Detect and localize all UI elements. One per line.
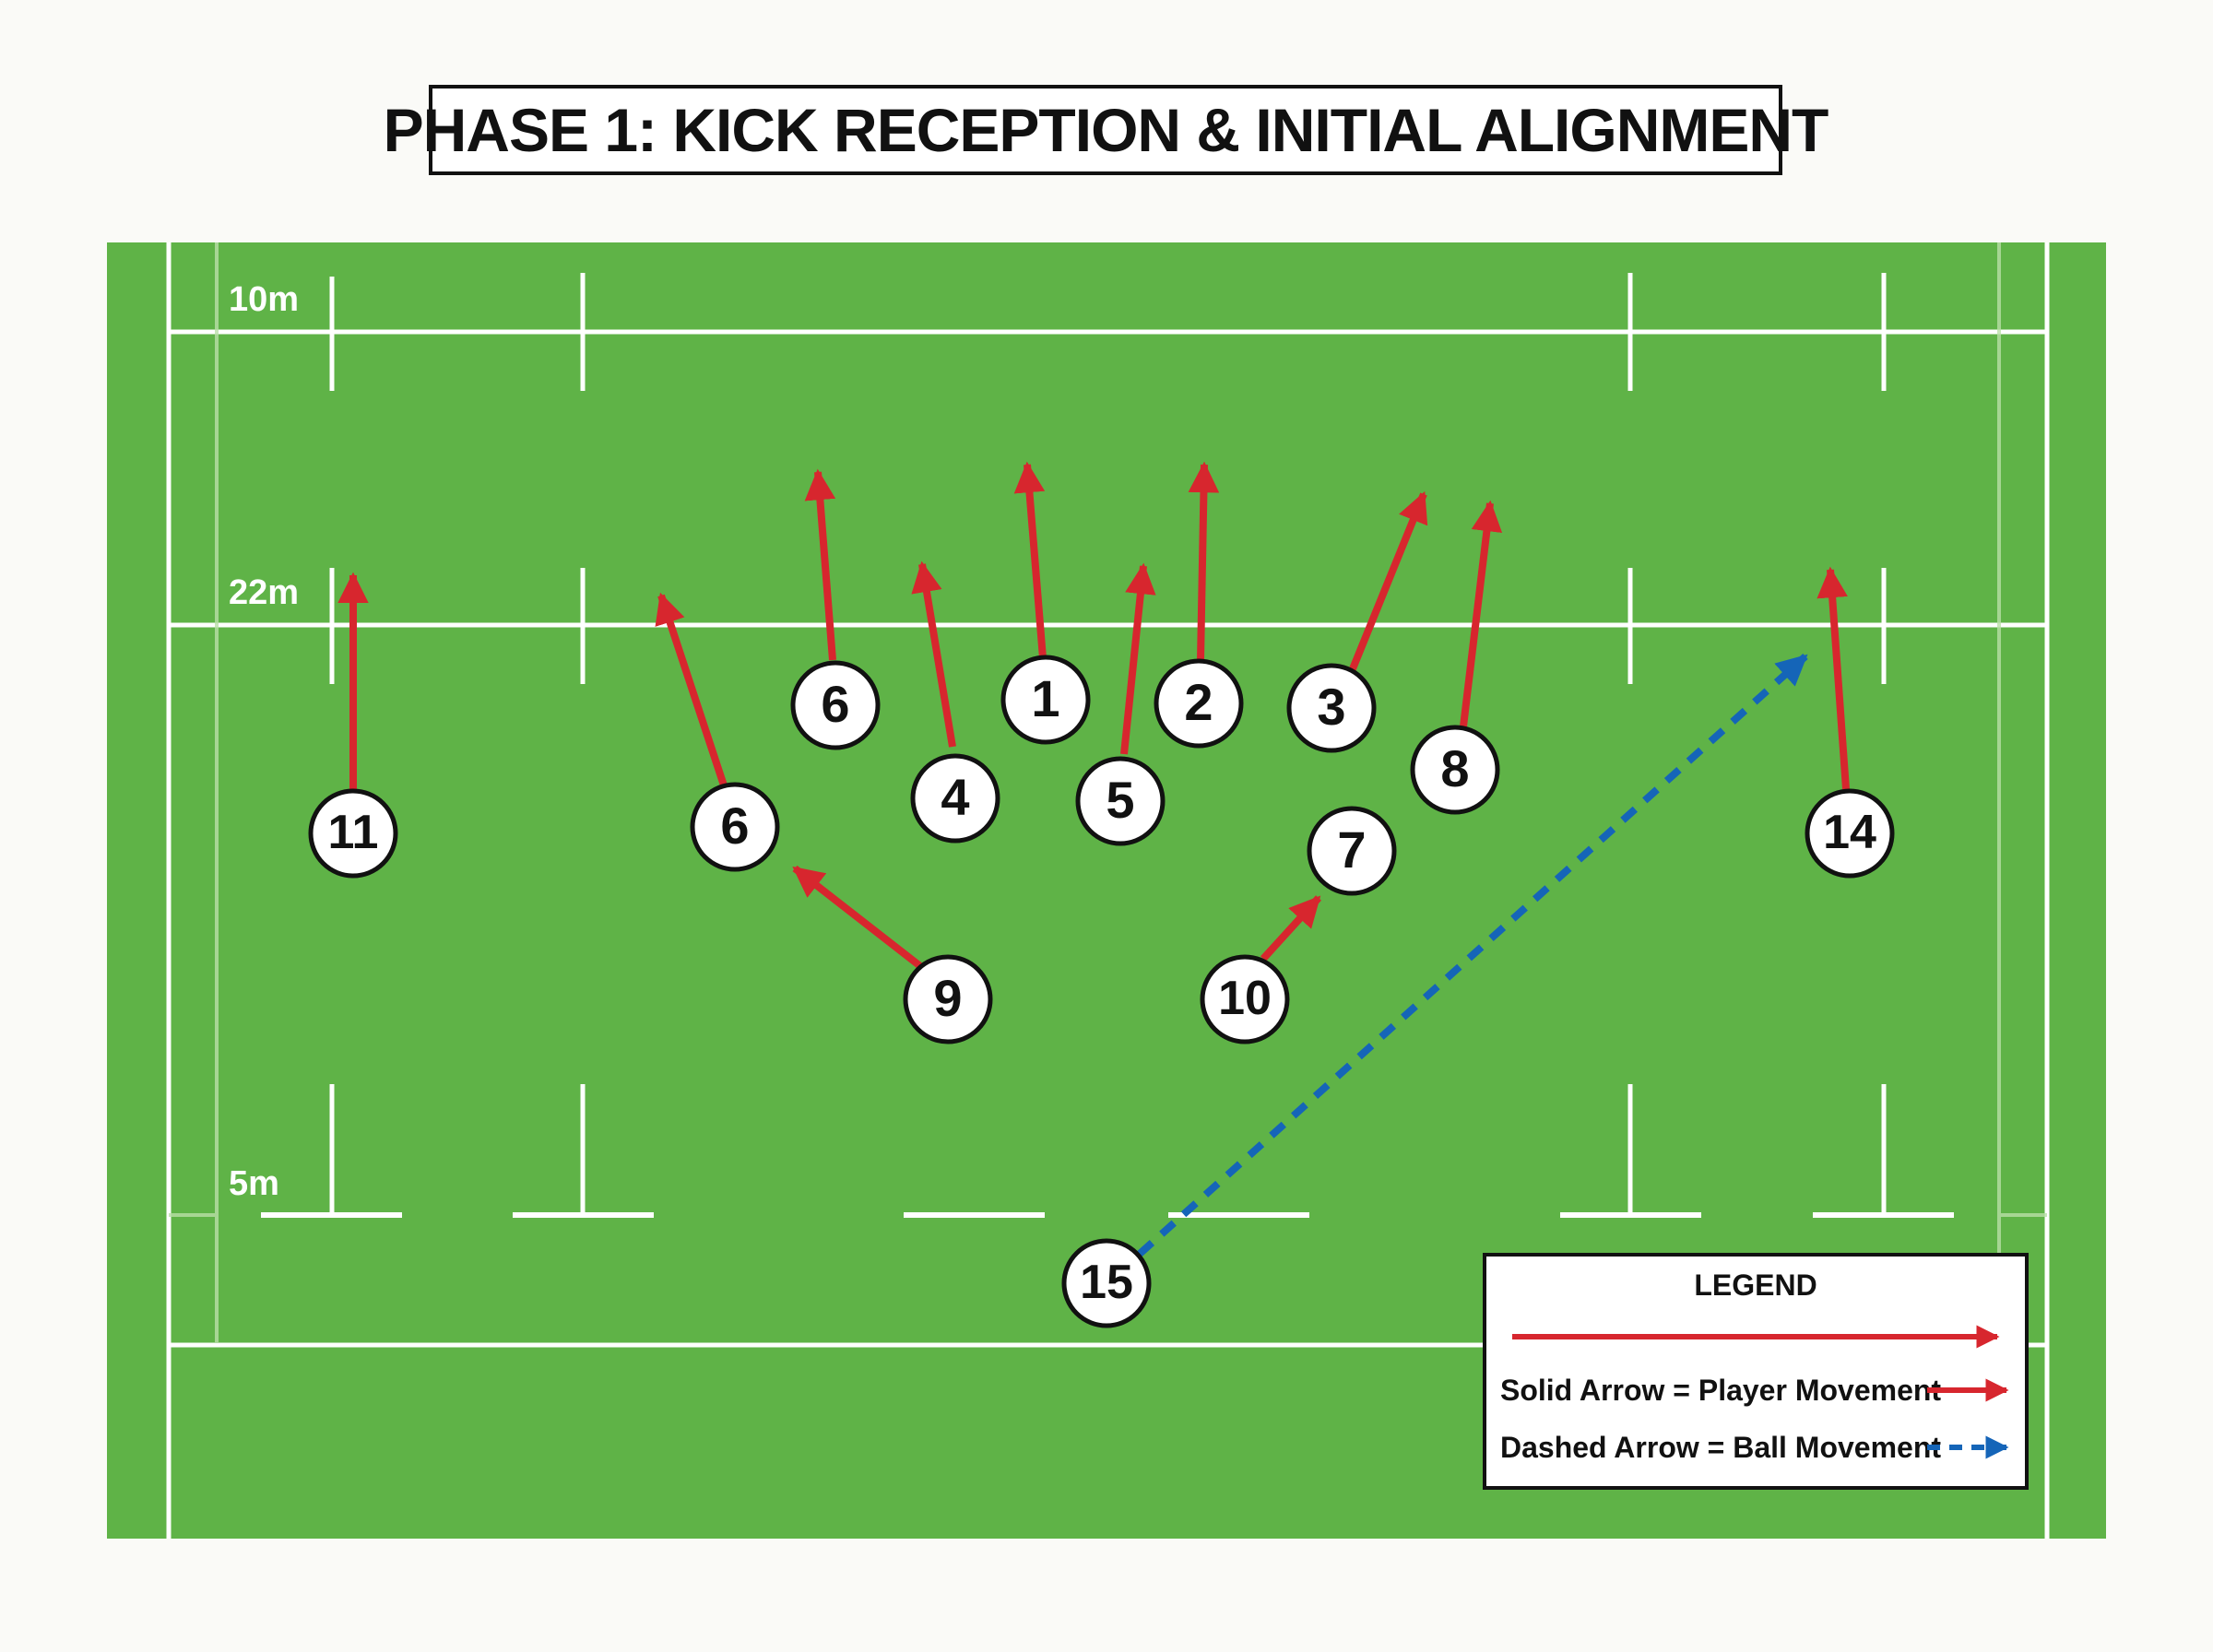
player-number: 11 xyxy=(328,806,379,859)
player-11[interactable]: 11 xyxy=(308,788,398,879)
player-number: 10 xyxy=(1218,972,1272,1025)
player-number: 6 xyxy=(821,675,849,733)
player-3[interactable]: 3 xyxy=(1286,663,1377,753)
arrow-player-14 xyxy=(1817,566,1850,790)
player-6-front[interactable]: 6 xyxy=(790,660,881,750)
player-7[interactable]: 7 xyxy=(1307,806,1397,896)
hash-marks xyxy=(329,273,1887,1215)
arrow-player-5 xyxy=(1120,562,1156,755)
legend-solid-label: Solid Arrow = Player Movement xyxy=(1500,1374,1941,1407)
player-9[interactable]: 9 xyxy=(903,954,993,1044)
player-number: 4 xyxy=(941,768,969,826)
arrow-player-1 xyxy=(1013,461,1047,659)
player-5[interactable]: 5 xyxy=(1075,756,1166,846)
player-10[interactable]: 10 xyxy=(1200,954,1290,1044)
arrow-player-3 xyxy=(1348,490,1428,673)
legend-dashed-label: Dashed Arrow = Ball Movement xyxy=(1500,1431,1941,1464)
player-number: 1 xyxy=(1031,669,1059,727)
player-number: 14 xyxy=(1823,806,1876,859)
player-number: 8 xyxy=(1440,739,1469,797)
player-14[interactable]: 14 xyxy=(1805,788,1895,879)
arrow-player-9 xyxy=(792,865,923,970)
title-box: PHASE 1: KICK RECEPTION & INITIAL ALIGNM… xyxy=(384,85,1828,175)
arrow-player-4 xyxy=(911,560,956,748)
legend-title: LEGEND xyxy=(1694,1268,1817,1302)
player-number: 2 xyxy=(1184,673,1213,731)
ten-metre-label: 10m xyxy=(229,280,299,319)
players: 11 6 6 4 1 5 2 3 xyxy=(308,655,1895,1328)
twenty-two-label: 22m xyxy=(229,573,299,612)
player-number: 5 xyxy=(1106,771,1134,829)
legend: LEGEND Solid Arrow = Player Movement Das… xyxy=(1483,1253,2029,1490)
player-15[interactable]: 15 xyxy=(1061,1238,1152,1328)
player-number: 3 xyxy=(1317,678,1345,736)
arrow-player-6-wide xyxy=(655,592,728,787)
player-number: 7 xyxy=(1337,820,1366,879)
player-1[interactable]: 1 xyxy=(1000,655,1091,745)
player-number: 6 xyxy=(720,796,749,855)
player-number: 15 xyxy=(1080,1256,1133,1309)
arrow-player-2 xyxy=(1188,461,1220,661)
player-6-wide[interactable]: 6 xyxy=(690,782,780,872)
page-title: PHASE 1: KICK RECEPTION & INITIAL ALIGNM… xyxy=(383,96,1829,164)
player-8[interactable]: 8 xyxy=(1410,725,1500,815)
faint-lines xyxy=(169,242,2047,1342)
arrow-player-6-front xyxy=(804,468,836,661)
five-metre-label: 5m xyxy=(229,1164,279,1203)
player-2[interactable]: 2 xyxy=(1154,658,1244,749)
arrow-player-10 xyxy=(1260,895,1321,962)
player-movement-arrows xyxy=(337,461,1850,970)
ball-movement-arrow xyxy=(1137,654,1808,1257)
player-4[interactable]: 4 xyxy=(910,753,1000,844)
pitch-lines xyxy=(166,242,2050,1539)
player-number: 9 xyxy=(933,969,962,1027)
arrow-player-8 xyxy=(1460,500,1503,727)
